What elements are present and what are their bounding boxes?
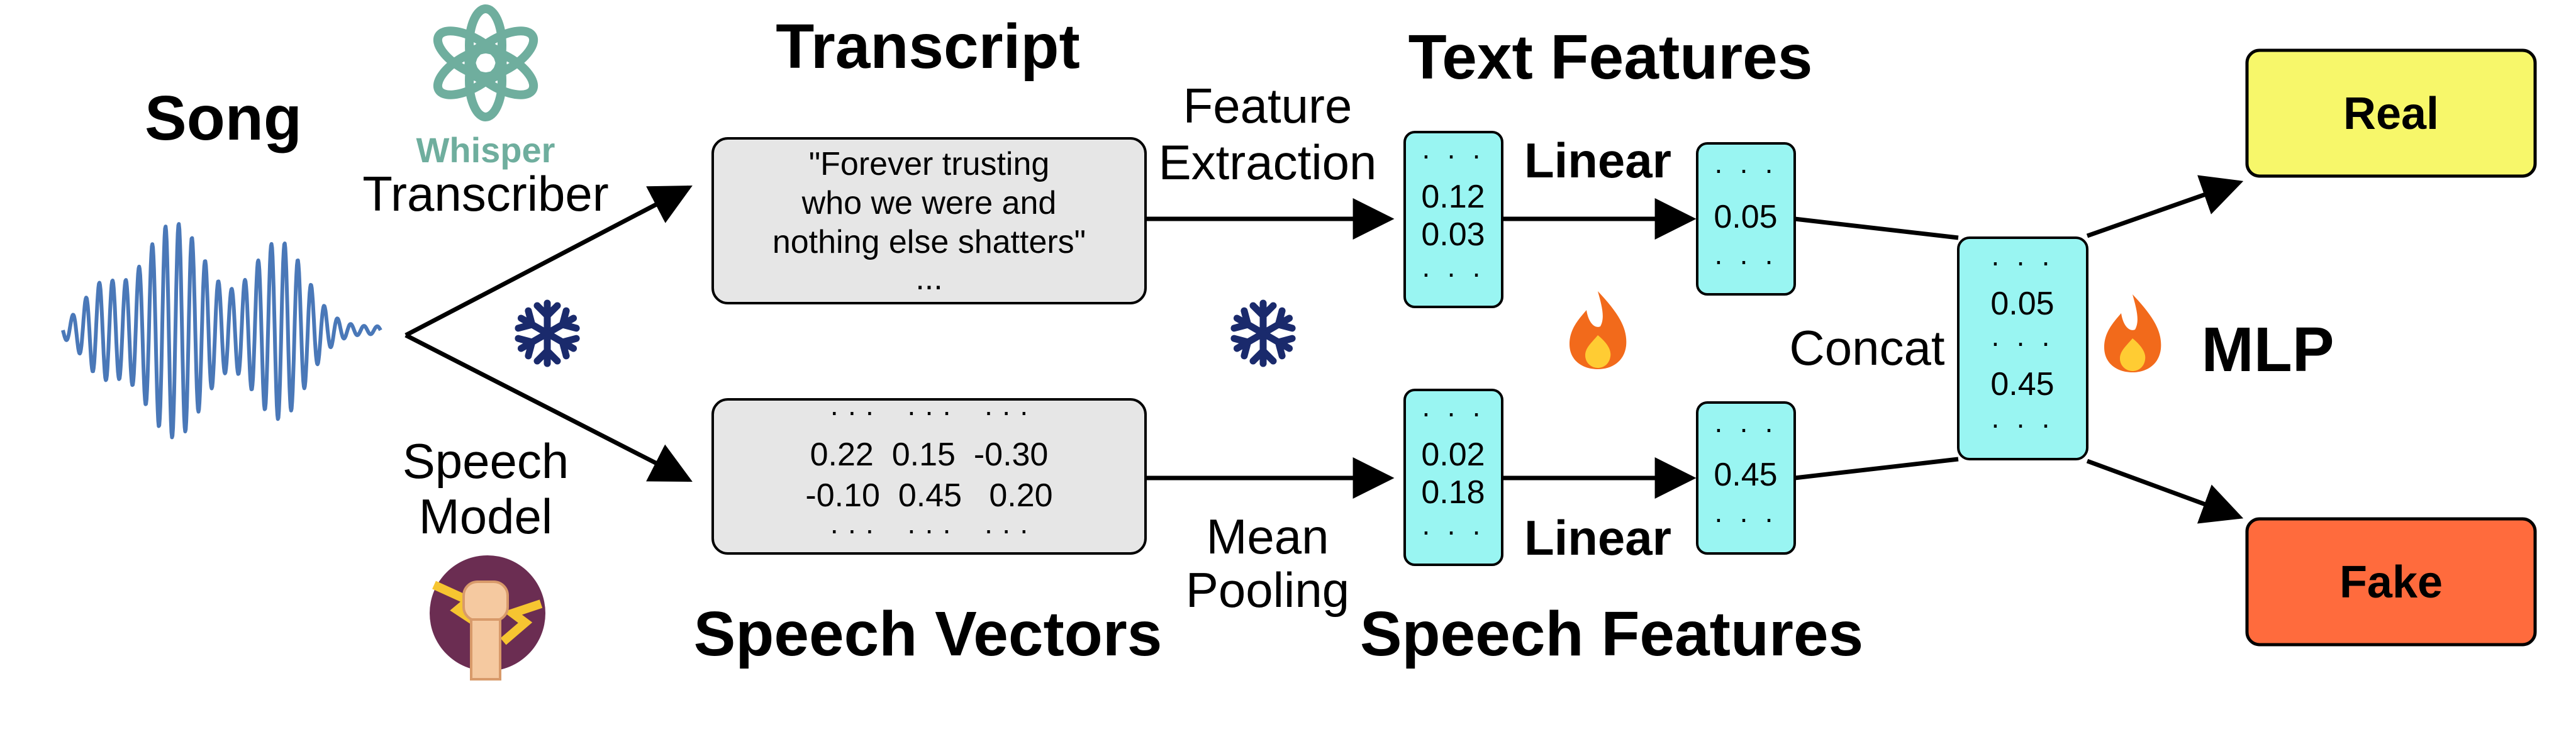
transcript-line: "Forever trusting [809, 146, 1050, 182]
transcript-title: Transcript [776, 11, 1080, 82]
song-title: Song [145, 83, 302, 153]
vector-dots: · · · [1990, 326, 2055, 358]
text-features-title: Text Features [1408, 22, 1813, 92]
snowflake-arm [1230, 330, 1267, 360]
snowflake-arm [515, 330, 551, 360]
waveform-icon [61, 222, 382, 440]
vector-value: 0.18 [1421, 474, 1485, 511]
snowflake-arm [544, 307, 580, 337]
vector-value: 0.12 [1421, 179, 1485, 215]
feature-extraction-label-line1: Feature [1183, 78, 1352, 133]
arrow-to-speech-vectors [404, 333, 693, 482]
vector-value: 0.05 [1714, 199, 1777, 235]
speech-model-label-line1: Speech [403, 433, 569, 489]
arrow-to-fake [2086, 458, 2244, 524]
arrow-to-transcript [404, 185, 693, 338]
vector-dots: · · · [1990, 408, 2055, 440]
transcript-line: who we were and [801, 185, 1057, 221]
snowflake-arm [515, 307, 551, 337]
whisper-logo-text: Whisper [416, 130, 555, 170]
snowflake-arm [1249, 330, 1277, 367]
concat-label: Concat [1789, 320, 1944, 375]
snowflake-icon [515, 299, 580, 367]
speech-vectors-row: -0.10 0.45 0.20 [805, 477, 1052, 514]
fake-label: Fake [2339, 557, 2443, 608]
speech-model-label-line2: Model [419, 489, 552, 544]
speech-model-fist-icon [430, 555, 545, 681]
speech-features-title: Speech Features [1360, 599, 1863, 669]
transcript-line: ... [915, 260, 942, 297]
snowflake-arm [533, 299, 561, 337]
snowflake-icon [1230, 299, 1296, 367]
vector-dots: · · · [1421, 257, 1485, 289]
vector-value: 0.45 [1714, 457, 1777, 493]
vector-dots: · · · [1990, 245, 2055, 278]
concat-line-bottom [1794, 457, 1959, 481]
fake-output-box [2245, 517, 2537, 647]
snowflake-arm [1259, 330, 1296, 360]
snowflake-arm [544, 330, 580, 360]
linear-label-bottom: Linear [1524, 510, 1671, 565]
snowflake-arm [533, 330, 561, 367]
vector-dots: · · · [1421, 138, 1485, 171]
feature-extraction-label-line2: Extraction [1159, 135, 1377, 190]
real-label: Real [2343, 89, 2439, 139]
vector-value: 0.05 [1990, 286, 2054, 322]
mean-pooling-label-line1: Mean [1206, 509, 1329, 564]
vector-dots: · · · [1714, 244, 1778, 277]
concat-vector [1957, 236, 2088, 460]
vector-dots: · · · [1714, 153, 1778, 186]
speech-vectors-title: Speech Vectors [694, 599, 1163, 669]
vector-dots: · · · [1421, 396, 1485, 429]
fire-icon [2104, 294, 2161, 372]
snowflake-arm [1230, 307, 1267, 337]
vector-dots: · · · [1714, 412, 1778, 445]
concat-line-top [1794, 216, 1959, 240]
speech-vectors-dots: · · · · · · · · · [830, 395, 1029, 428]
vector-value: 0.45 [1990, 366, 2054, 403]
transcript-line: nothing else shatters" [772, 224, 1086, 260]
speech-vectors-row: 0.22 0.15 -0.30 [810, 436, 1049, 473]
real-output-box [2245, 48, 2537, 178]
snowflake-arm [1259, 307, 1296, 337]
snowflake-arm [1249, 299, 1277, 337]
mlp-title: MLP [2201, 314, 2334, 385]
transcriber-label: Transcriber [362, 166, 609, 221]
vector-dots: · · · [1714, 502, 1778, 535]
whisper-logo-icon [433, 4, 538, 121]
speech-vectors-dots: · · · · · · · · · [830, 513, 1029, 546]
fire-icon [1570, 291, 1627, 369]
vector-dots: · · · [1421, 514, 1485, 547]
mean-pooling-label-line2: Pooling [1186, 562, 1349, 618]
vector-value: 0.03 [1421, 216, 1485, 253]
arrow-to-real [2086, 175, 2244, 238]
linear-label-top: Linear [1524, 133, 1671, 188]
vector-value: 0.02 [1421, 436, 1485, 473]
